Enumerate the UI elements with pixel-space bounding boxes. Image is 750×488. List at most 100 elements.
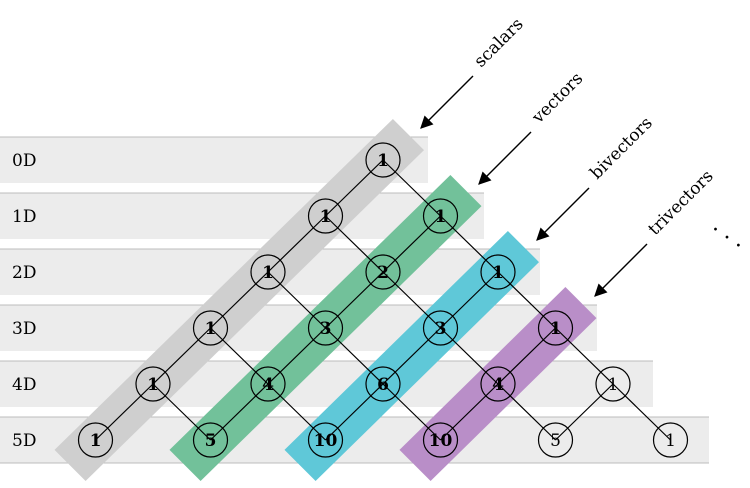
trivectors-label: trivectors: [644, 166, 717, 239]
node: 1: [652, 422, 689, 458]
node-value: 1: [435, 207, 447, 227]
vectors-arrow: [478, 131, 532, 185]
node: 4: [250, 366, 286, 402]
node-value: 1: [320, 207, 332, 227]
node: 1: [365, 142, 401, 178]
node-circle: [480, 254, 516, 290]
node: 1: [307, 198, 344, 234]
node: 4: [480, 366, 516, 402]
scalars-label: scalars: [470, 14, 527, 71]
node-circle: [307, 198, 344, 234]
edge: [325, 327, 384, 385]
edge: [267, 215, 326, 273]
node-value: 1: [550, 319, 562, 339]
continuation-dots: . . .: [709, 212, 750, 253]
scalars-arrow: [420, 75, 474, 129]
node: 10: [422, 422, 459, 458]
edge: [555, 327, 614, 385]
edge: [612, 383, 671, 441]
node-value: 4: [262, 375, 274, 395]
edge: [325, 159, 384, 217]
row-label: 1D: [12, 207, 36, 227]
bivectors-arrow: [536, 187, 590, 241]
node-circle: [537, 310, 574, 346]
node: 5: [537, 422, 574, 458]
node-value: 3: [435, 319, 447, 339]
node: 1: [595, 366, 631, 402]
node-value: 1: [492, 263, 504, 283]
node-circle: [135, 366, 171, 402]
node-value: 5: [205, 431, 217, 451]
trivectors-arrow: [594, 243, 648, 297]
row-label: 5D: [12, 431, 36, 451]
edge: [440, 215, 499, 273]
node: 6: [365, 366, 401, 402]
node-value: 4: [492, 375, 504, 395]
node-value: 1: [147, 375, 159, 395]
node-circle: [422, 310, 459, 346]
node: 1: [192, 310, 229, 346]
node: 5: [192, 422, 229, 458]
node: 1: [422, 198, 459, 234]
edge: [325, 271, 384, 329]
edge: [152, 327, 211, 385]
edge: [382, 327, 441, 385]
node-value: 2: [377, 263, 389, 283]
edge: [210, 327, 269, 385]
edge: [555, 383, 614, 441]
edge: [497, 271, 556, 329]
node-circle: [365, 142, 401, 178]
edge: [210, 383, 269, 441]
edge: [267, 271, 326, 329]
node: 2: [365, 254, 401, 290]
edge: [267, 383, 326, 441]
node: 1: [480, 254, 516, 290]
edge: [440, 271, 499, 329]
node-value: 1: [377, 151, 389, 171]
node-circle: [422, 198, 459, 234]
bivectors-label: bivectors: [586, 113, 656, 183]
node: 1: [135, 366, 171, 402]
node: 3: [307, 310, 344, 346]
edge: [382, 271, 441, 329]
nodes: 1 1 1 1 2 1 1 3 3 1 1 4 6 4 1 1 5 10 10 5 1: [77, 142, 689, 458]
edge: [152, 383, 211, 441]
node-circle: [537, 422, 574, 458]
edge: [325, 383, 384, 441]
node-value: 1: [665, 431, 676, 451]
node-value: 1: [90, 431, 102, 451]
node-circle: [480, 366, 516, 402]
edge: [497, 327, 556, 385]
node-circle: [652, 422, 689, 458]
edge: [382, 383, 441, 441]
row-label: 2D: [12, 263, 36, 283]
edge: [382, 215, 441, 273]
edge: [440, 383, 499, 441]
node-circle: [365, 366, 401, 402]
node-circle: [250, 254, 286, 290]
node-value: 6: [377, 375, 389, 395]
node: 10: [307, 422, 344, 458]
node-value: 10: [429, 431, 453, 451]
node-circle: [250, 366, 286, 402]
node-value: 1: [262, 263, 274, 283]
vectors-label: vectors: [528, 69, 587, 128]
node: 3: [422, 310, 459, 346]
edge: [267, 327, 326, 385]
node: 1: [537, 310, 574, 346]
node-circle: [307, 422, 344, 458]
node-circle: [307, 310, 344, 346]
edges: [95, 159, 671, 441]
row-label: 4D: [12, 375, 36, 395]
node-value: 1: [205, 319, 217, 339]
node-circle: [365, 254, 401, 290]
row-label: 3D: [12, 319, 36, 339]
node-circle: [422, 422, 459, 458]
edge: [382, 159, 441, 217]
node-circle: [77, 422, 114, 458]
node-circle: [192, 422, 229, 458]
edge: [325, 215, 384, 273]
node-value: 10: [314, 431, 338, 451]
node-value: 5: [550, 431, 561, 451]
